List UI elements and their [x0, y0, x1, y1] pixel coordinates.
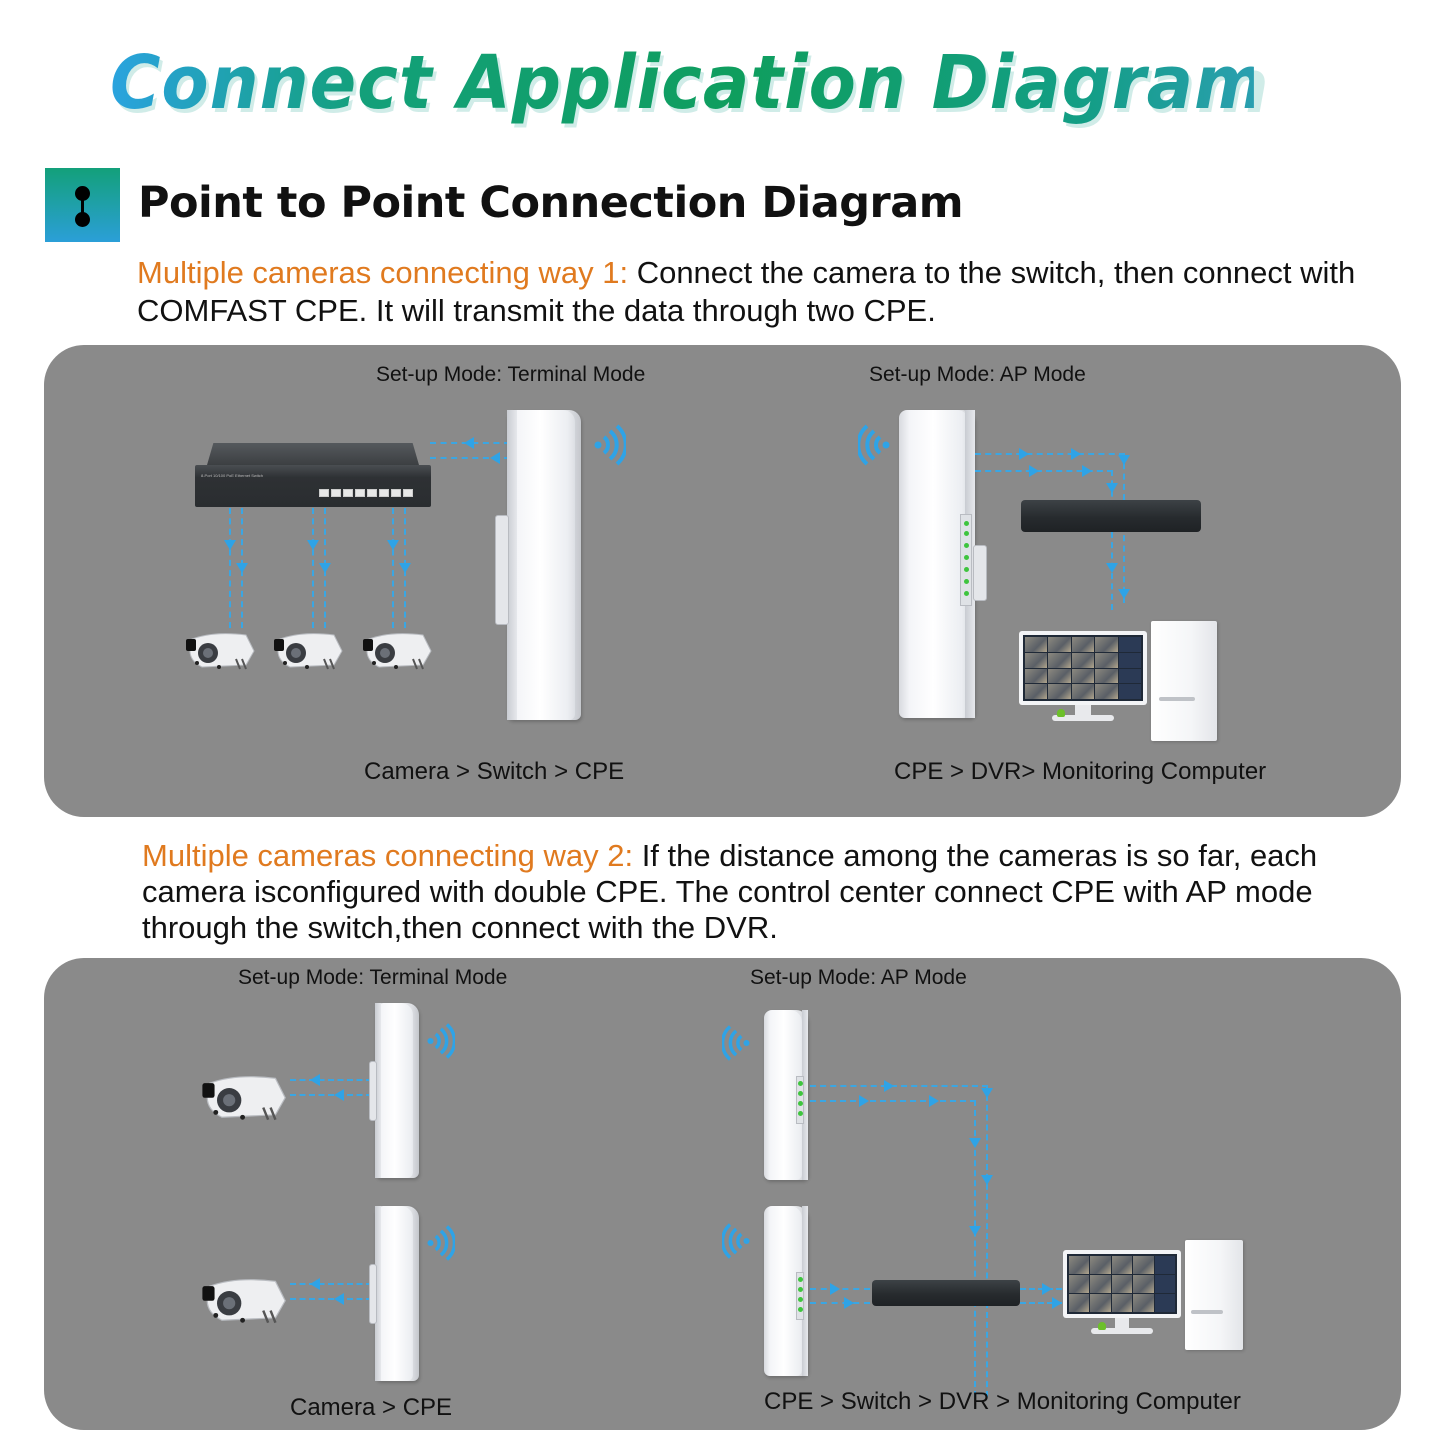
way1-description: Multiple cameras connecting way 1: Conne… — [137, 254, 1407, 330]
camera-icon — [202, 1076, 286, 1121]
section-title: Point to Point Connection Diagram — [138, 178, 964, 228]
wifi-signal-icon — [427, 1225, 455, 1261]
dvr-recorder — [1021, 500, 1201, 532]
camera-icon — [186, 633, 255, 670]
way2-right-mode-label: Set-up Mode: AP Mode — [750, 966, 967, 989]
wifi-signal-icon — [858, 424, 890, 466]
cpe-device-ap — [764, 1010, 808, 1180]
computer-tower — [1185, 1240, 1243, 1350]
network-switch: 8-Port 10/100 PoE Ethernet Switch — [195, 443, 431, 507]
wifi-signal-icon — [722, 1223, 750, 1259]
cpe-device-terminal — [495, 410, 581, 720]
camera-icon — [202, 1279, 286, 1324]
way2-left-caption: Camera > CPE — [290, 1394, 453, 1421]
way1-right-mode-label: Set-up Mode: AP Mode — [869, 363, 1086, 386]
way1-highlight: Multiple cameras connecting way 1: — [137, 255, 629, 290]
camera-icon — [363, 633, 432, 670]
way1-diagram-panel: Set-up Mode: Terminal Mode Set-up Mode: … — [44, 345, 1401, 817]
network-switch-dvr — [872, 1280, 1020, 1306]
way1-left-caption: Camera > Switch > CPE — [364, 758, 625, 785]
way2-highlight: Multiple cameras connecting way 2: — [142, 838, 634, 873]
cpe-device-ap — [899, 410, 987, 718]
way1-left-mode-label: Set-up Mode: Terminal Mode — [376, 363, 646, 386]
way2-diagram-panel: Set-up Mode: Terminal Mode Set-up Mode: … — [44, 958, 1401, 1430]
cpe-device-terminal — [369, 1003, 419, 1178]
computer-tower — [1151, 621, 1217, 741]
main-title: Connect Application Diagram — [110, 40, 1266, 140]
wifi-signal-icon — [427, 1023, 455, 1059]
monitoring-screen — [1019, 631, 1147, 721]
way1-text: Connect the camera to the switch, then c… — [137, 255, 1356, 328]
cpe-device-terminal — [369, 1206, 419, 1381]
way2-left-mode-label: Set-up Mode: Terminal Mode — [238, 966, 508, 989]
way2-right-caption: CPE > Switch > DVR > Monitoring Computer — [764, 1388, 1241, 1415]
monitoring-screen — [1063, 1250, 1181, 1334]
point-to-point-icon — [45, 168, 120, 242]
main-title-shadow: Connect Application Diagram — [113, 44, 1270, 144]
wifi-signal-icon — [594, 424, 626, 466]
cpe-device-ap — [764, 1206, 808, 1376]
way1-right-caption: CPE > DVR> Monitoring Computer — [894, 758, 1267, 785]
way2-text: If the distance among the cameras is so … — [142, 838, 1318, 945]
wifi-signal-icon — [722, 1025, 750, 1061]
way2-description: Multiple cameras connecting way 2: If th… — [142, 838, 1382, 946]
camera-icon — [274, 633, 343, 670]
